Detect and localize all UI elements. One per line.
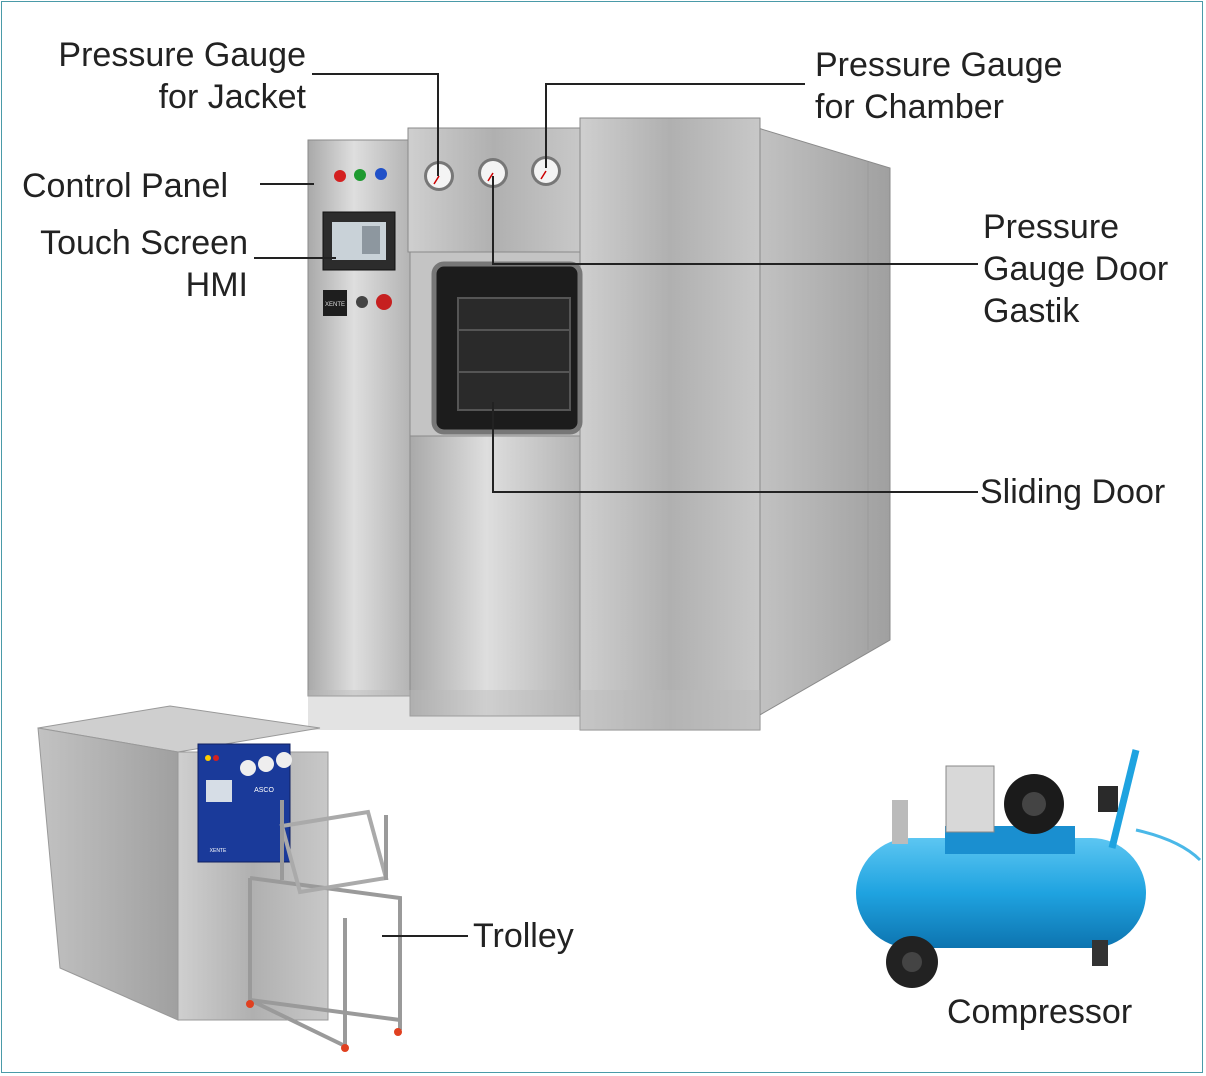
autoclave-right-body: [579, 117, 761, 731]
trolley: [246, 800, 402, 1052]
leader-lines: [254, 73, 978, 937]
leader-gauge-chamber: [545, 83, 805, 168]
label-sliding-door: Sliding Door: [980, 473, 1166, 511]
red-indicator-light: [334, 170, 346, 182]
compressor-tank: [856, 838, 1146, 948]
blue-indicator-light: [375, 168, 387, 180]
autoclave: XENTE: [307, 117, 891, 731]
leader-gauge-door: [492, 176, 978, 265]
label-compressor: Compressor: [947, 993, 1133, 1031]
leader-sliding-door: [492, 402, 978, 493]
keyswitch-badge: XENTE: [325, 302, 345, 308]
leader-gauge-jacket: [312, 73, 439, 176]
green-indicator-light: [354, 169, 366, 181]
selector-switch: [356, 296, 368, 308]
small-unit-badge: ASCO: [254, 787, 274, 794]
small-autoclave: ASCO XENTE: [37, 705, 329, 1021]
small-unit-footer: XENTE: [210, 848, 227, 854]
gauge-door-gasket: [478, 158, 508, 188]
label-trolley: Trolley: [473, 917, 574, 955]
label-control-panel: Control Panel: [22, 167, 229, 205]
sliding-door-panel: [409, 435, 581, 717]
label-pressure-gauge-jacket: Pressure Gauge for Jacket: [58, 36, 306, 116]
compressor-pump: [945, 765, 995, 833]
label-pressure-gauge-chamber: Pressure Gauge for Chamber: [815, 46, 1063, 126]
gauge-chamber: [531, 156, 561, 186]
label-touch-screen-hmi: Touch Screen HMI: [40, 224, 248, 304]
emergency-stop-button: [376, 294, 392, 310]
label-pressure-gauge-door: Pressure Gauge Door Gastik: [983, 208, 1169, 330]
compressor: [856, 749, 1202, 988]
autoclave-side-panel: [757, 127, 891, 717]
